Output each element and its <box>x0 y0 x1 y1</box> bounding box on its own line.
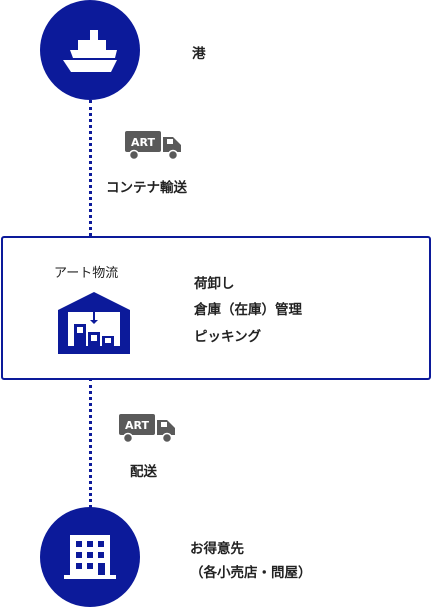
task-inventory-management: 倉庫（在庫）管理 <box>194 302 302 318</box>
connector-warehouse-to-customer <box>89 378 92 508</box>
customer-label: お得意先 <box>190 541 244 557</box>
truck-logo-text: ART <box>131 136 155 149</box>
warehouse-box: アート物流 荷卸し 倉庫（在庫）管理 ピッキング <box>1 236 431 380</box>
truck-icon: ART <box>125 131 181 161</box>
company-name: アート物流 <box>54 266 119 281</box>
customer-sublabel: （各小売店・問屋） <box>190 565 312 581</box>
delivery-label: 配送 <box>130 464 157 480</box>
task-unloading: 荷卸し <box>194 276 235 292</box>
connector-port-to-warehouse <box>89 100 92 236</box>
container-transport-label: コンテナ輸送 <box>106 180 187 196</box>
truck-icon: ART <box>119 414 175 444</box>
port-circle <box>40 0 140 100</box>
building-icon <box>64 535 116 579</box>
customer-circle <box>40 507 140 607</box>
task-picking: ピッキング <box>194 329 262 345</box>
port-label: 港 <box>192 46 206 62</box>
ship-icon <box>63 30 117 72</box>
truck-logo-text: ART <box>125 419 149 432</box>
warehouse-icon <box>58 292 130 354</box>
